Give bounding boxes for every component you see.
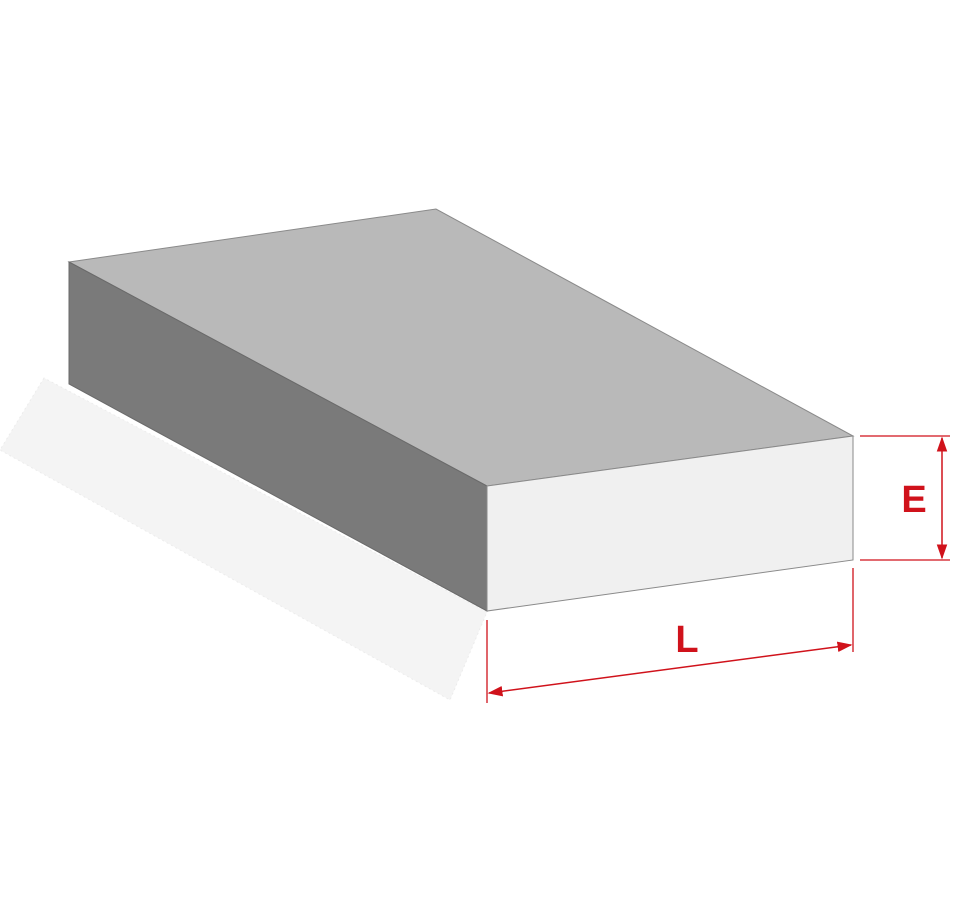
length-dimension-line bbox=[487, 641, 853, 697]
length-label: L bbox=[675, 619, 698, 661]
flat-bar-solid bbox=[67, 208, 855, 612]
thickness-label: E bbox=[901, 479, 926, 521]
thickness-dimension: E bbox=[860, 435, 950, 561]
bar-front-face bbox=[486, 435, 854, 612]
ground-shadow bbox=[0, 377, 488, 701]
length-dimension: L bbox=[486, 568, 854, 703]
